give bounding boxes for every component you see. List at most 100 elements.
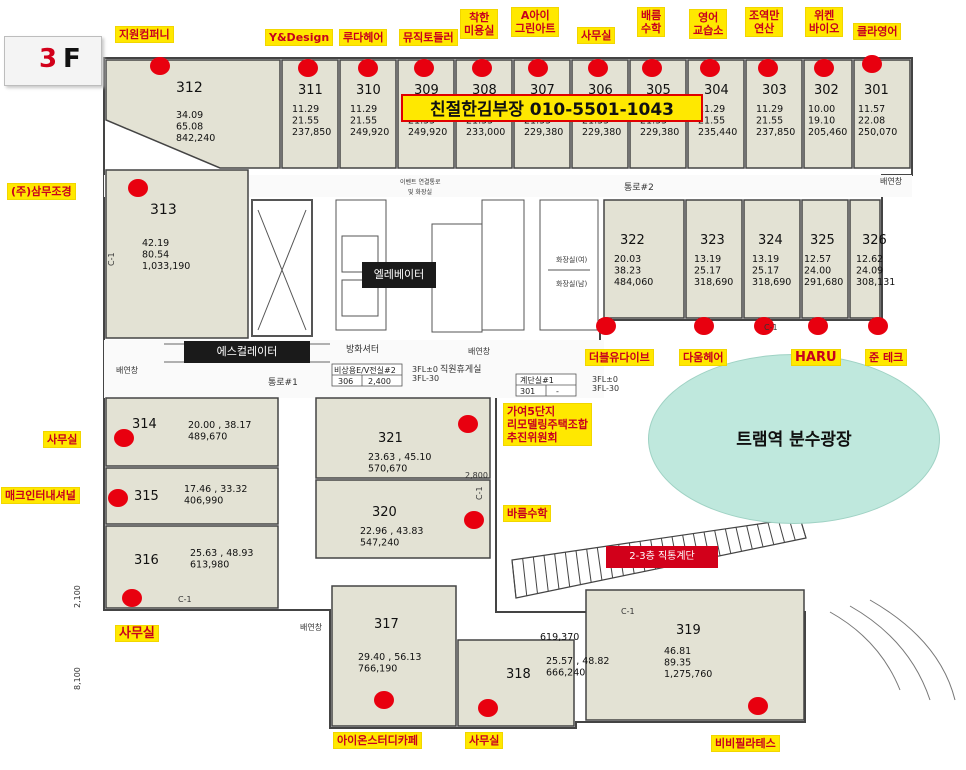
unit-value-310-3: 249,920 [350, 127, 389, 138]
room-302 [803, 59, 853, 169]
unit-number-313: 313 [150, 202, 177, 218]
stair-step [532, 556, 538, 594]
unit-value-315-2: 406,990 [184, 496, 223, 507]
stair-step [522, 558, 528, 596]
room-319 [585, 589, 805, 721]
tenant-tag-323: 다움헤어 [680, 350, 727, 365]
tenant-tag-312: 지원컴퍼니 [116, 27, 173, 42]
exit-label-2: 배연창 [880, 177, 903, 186]
units-lower [105, 397, 805, 727]
tenant-tag-317: 아이온스터디카페 [334, 733, 421, 748]
tenant-tag-321-line2: 리모델링주택조합 [507, 418, 588, 431]
level-b1: 3FL±0 [592, 375, 618, 384]
stair-step [778, 520, 786, 543]
restroom-male-label: 화장실(남) [556, 279, 587, 288]
unit-value-326-2: 24.09 [856, 266, 883, 277]
plaza-edge-curves [829, 599, 956, 701]
plan-annotations: 통로#2 통로#1 배연창 배연창 배연창 배연창 방화셔터 직원휴게실 2,1… [73, 177, 903, 690]
unit-number-311: 311 [298, 83, 323, 98]
floor-suffix: F [63, 44, 81, 74]
occupancy-marker [596, 317, 616, 335]
tenant-tag-305-line2: 수학 [641, 22, 662, 35]
unit-value-316-2: 613,980 [190, 560, 229, 571]
unit-value-322-1: 20.03 [614, 254, 641, 265]
dimension-8100: 8,100 [73, 667, 82, 690]
level-a1: 3FL±0 [412, 365, 438, 374]
tenant-tag-304-line2: 교습소 [693, 24, 724, 37]
unit-value-319-2: 89.35 [664, 658, 691, 669]
occupancy-marker [754, 317, 774, 335]
tenant-tag-304: 영어 교습소 [690, 10, 727, 38]
fountain-plaza: 트램역 분수광장 [648, 354, 940, 524]
unit-value-308-3: 233,000 [466, 127, 505, 138]
occupancy-marker [298, 59, 318, 77]
unit-value-310-1: 11.29 [350, 104, 377, 115]
direct-stair-label: 2-3층 직통계단 [606, 546, 718, 568]
unit-value-325-1: 12.57 [804, 254, 831, 265]
tenant-tag-308: 착한 미용실 [461, 10, 498, 38]
tenant-tag-325: HARU [792, 350, 840, 365]
unit-value-322-2: 38.23 [614, 266, 641, 277]
restroom-female-label: 화장실(여) [556, 255, 587, 264]
stair-step [724, 528, 732, 554]
tenant-tag-326: 준 테크 [866, 350, 907, 365]
unit-value-313-1: 42.19 [142, 238, 169, 249]
escalator-label: 에스컬레이터 [184, 341, 310, 363]
elevator-table-c1: 306 [338, 377, 353, 386]
unit-value-302-3: 205,460 [808, 127, 847, 138]
occupancy-marker [588, 59, 608, 77]
unit-value-314-2: 489,670 [188, 432, 227, 443]
floor-badge: 3 F [4, 36, 102, 86]
exit-label-1: 배연창 [116, 366, 139, 375]
tenant-tag-301: 클라영어 [854, 24, 901, 39]
stair-table: 계단실#1 301 - [515, 373, 577, 397]
stair-step [746, 525, 753, 550]
tenant-tag-318: 사무실 [466, 733, 503, 748]
unit-value-321-2: 570,670 [368, 464, 407, 475]
unit-number-317: 317 [374, 617, 399, 632]
tenant-tag-319: 비비필라테스 [712, 736, 779, 751]
tenant-tag-308-line2: 미용실 [464, 24, 495, 37]
c1-label-a: C-1 [107, 252, 116, 266]
stair-step [735, 527, 743, 552]
elevator-label: 엘레베이터 [362, 262, 436, 288]
unit-value-311-2: 21.55 [292, 116, 319, 127]
unit-value-310-2: 21.55 [350, 116, 377, 127]
corridor-1-label: 통로#1 [268, 377, 298, 388]
tenant-tag-309: 뮤직토들러 [400, 30, 457, 45]
unit-value-324-1: 13.19 [752, 254, 779, 265]
unit-value-303-3: 237,850 [756, 127, 795, 138]
unit-value-303-1: 11.29 [756, 104, 783, 115]
unit-value-323-1: 13.19 [694, 254, 721, 265]
stair-step [575, 550, 581, 585]
occupancy-marker [458, 415, 478, 433]
unit-value-302-2: 19.10 [808, 116, 835, 127]
stair-step [543, 555, 549, 592]
tenant-tag-308-line1: 착한 [469, 11, 490, 24]
room-315 [105, 467, 279, 525]
fire-shutter-label: 방화셔터 [346, 344, 379, 355]
unit-number-324: 324 [758, 233, 783, 248]
unit-value-306-3: 229,380 [582, 127, 621, 138]
stair-step [596, 547, 603, 581]
tenant-tag-307: A아이 그린아트 [512, 8, 559, 36]
unit-value-321-1: 23.63 , 45.10 [368, 452, 431, 463]
room-326 [849, 199, 881, 319]
unit-value-322-3: 484,060 [614, 277, 653, 288]
unit-value-305-3: 229,380 [640, 127, 679, 138]
exit-label-3: 배연창 [468, 347, 491, 356]
room-312 [105, 59, 281, 169]
unit-value-316-1: 25.63 , 48.93 [190, 548, 253, 559]
occupancy-marker [758, 59, 778, 77]
unit-value-302-1: 10.00 [808, 104, 835, 115]
unit-number-304: 304 [704, 83, 729, 98]
stair-step [714, 530, 721, 556]
c1-label-d: C-1 [621, 607, 635, 616]
unit-value-317-2: 766,190 [358, 664, 397, 675]
unit-number-302: 302 [814, 83, 839, 98]
occupancy-marker [748, 697, 768, 715]
tenant-tag-316: 사무실 [116, 626, 158, 641]
level-b2: 3FL-30 [592, 384, 619, 393]
occupancy-marker [642, 59, 662, 77]
occupancy-marker [700, 59, 720, 77]
